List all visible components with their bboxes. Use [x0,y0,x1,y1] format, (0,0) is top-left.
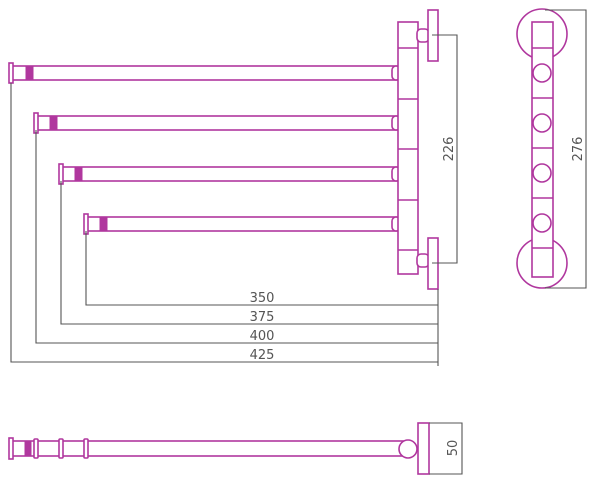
dimension-226: 226 [442,137,457,162]
dimension-400: 400 [250,329,275,344]
top-view: 50 [8,422,463,475]
arm-350 [83,213,399,235]
spacing-dimension: 226 [432,34,458,264]
pivot-column [397,9,439,290]
arm-400 [33,112,399,134]
dimension-350: 350 [250,291,275,306]
arm-425 [8,62,399,84]
dimension-375: 375 [250,310,275,325]
dimension-50: 50 [446,440,461,457]
side-view: 276 [516,8,587,289]
dimension-276: 276 [571,137,586,162]
dimension-425: 425 [250,348,275,363]
arm-375 [58,163,399,185]
length-dimensions: 350 375 400 425 [10,83,439,366]
